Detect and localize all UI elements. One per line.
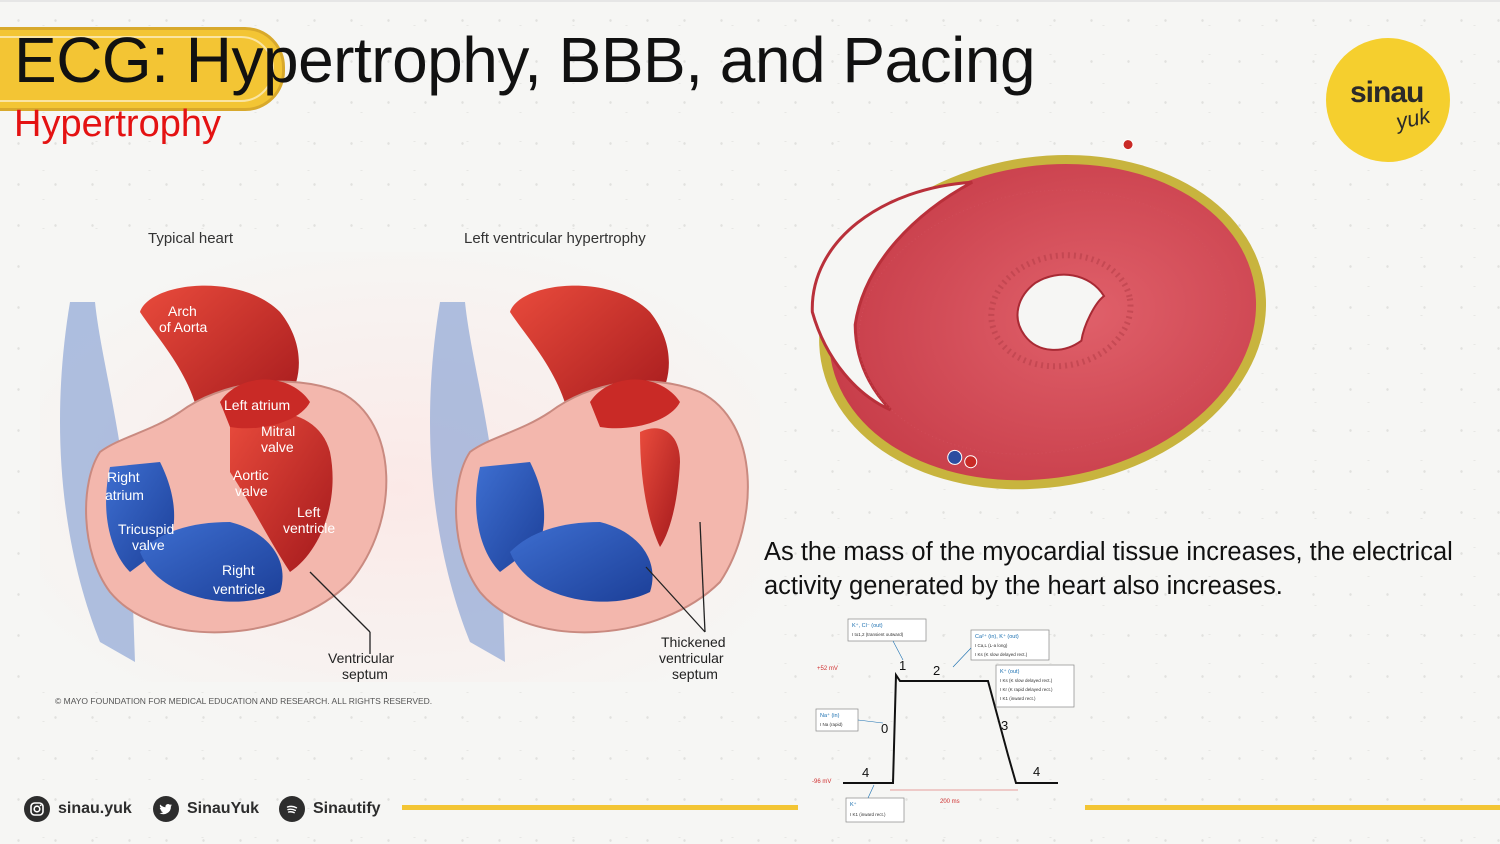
- title-highlight: [0, 27, 285, 111]
- label-septum-2: septum: [342, 666, 388, 682]
- svg-text:I Ks (K slow delayed rect.): I Ks (K slow delayed rect.): [1000, 678, 1053, 683]
- svg-text:K⁺ (out): K⁺ (out): [1000, 668, 1020, 675]
- phase-2-label: 2: [933, 663, 940, 678]
- typical-heart: [60, 285, 388, 662]
- heart-illustration: Typical heart Left ventricular hypertrop…: [40, 230, 760, 706]
- phase-4-end-label: 4: [1033, 764, 1040, 779]
- label-thickened-1: Thickened: [661, 634, 726, 650]
- bottom-voltage-label: -96 mV: [812, 779, 831, 785]
- phase1-current-box: K⁺, Cl⁻ (out) I to1,2 (transient outward…: [847, 618, 927, 661]
- label-thickened-2: ventricular: [659, 650, 724, 666]
- hypertrophy-explanation: As the mass of the myocardial tissue inc…: [764, 538, 1453, 600]
- label-right-ventricle-1: Right: [222, 562, 255, 578]
- hypertrophy-heart: [430, 285, 749, 662]
- label-right-ventricle-2: ventricle: [213, 581, 265, 597]
- spotify-handle: Sinautify: [313, 800, 381, 817]
- phase-0-label: 0: [881, 721, 888, 736]
- ap-curve: [843, 671, 1058, 784]
- slide-title: ECG: Hypertrophy, BBB, and Pacing: [14, 24, 1036, 96]
- instagram-icon: [24, 796, 50, 822]
- slide-subtitle: Hypertrophy: [14, 103, 221, 145]
- svg-text:I to1,2 (transient outward): I to1,2 (transient outward): [852, 632, 904, 637]
- copyright-notice: © MAYO FOUNDATION FOR MEDICAL EDUCATION …: [55, 696, 432, 706]
- label-aortic-2: valve: [235, 483, 268, 499]
- svg-text:I Ks (K slow delayed rect.): I Ks (K slow delayed rect.): [975, 652, 1028, 657]
- label-septum-1: Ventricular: [328, 650, 394, 666]
- svg-text:K⁺, Cl⁻ (out): K⁺, Cl⁻ (out): [852, 622, 883, 629]
- action-potential-diagram: 0 1 2 3 4 4 +52 mV -96 mV 200 ms K⁺, Cl⁻…: [808, 615, 1083, 827]
- right-ventricle-cavity: [810, 180, 973, 412]
- hypertrophy-title: Left ventricular hypertrophy: [464, 230, 646, 247]
- label-tricuspid-1: Tricuspid: [118, 521, 174, 537]
- label-right-atrium-1: Right: [107, 469, 140, 485]
- label-mitral-1: Mitral: [261, 423, 295, 439]
- label-tricuspid-2: valve: [132, 537, 165, 553]
- top-border: [0, 0, 1500, 2]
- logo-main-text: sinau: [1350, 76, 1424, 109]
- twitter-handle: SinauYuk: [187, 800, 260, 817]
- logo-sub-text: yuk: [1393, 102, 1433, 135]
- phase-1-label: 1: [899, 658, 906, 673]
- svg-text:K⁺: K⁺: [850, 801, 857, 808]
- label-left-ventricle-2: ventricle: [283, 520, 335, 536]
- sinau-yuk-logo: sinau yuk: [1326, 38, 1450, 162]
- svg-text:I Na (rapid): I Na (rapid): [820, 722, 843, 727]
- spotify-icon: [279, 796, 305, 822]
- heart-comparison-figure: Typical heart Left ventricular hypertrop…: [40, 222, 760, 714]
- label-left-atrium: Left atrium: [224, 397, 290, 413]
- footer-bar-right: [1085, 805, 1500, 810]
- svg-text:Na⁺ (in): Na⁺ (in): [820, 712, 840, 719]
- label-thickened-3: septum: [672, 666, 718, 682]
- phase-4-rest-label: 4: [862, 765, 869, 780]
- label-left-ventricle-1: Left: [297, 504, 320, 520]
- phase0-current-box: Na⁺ (in) I Na (rapid): [815, 708, 884, 732]
- duration-label: 200 ms: [940, 799, 960, 805]
- typical-heart-title: Typical heart: [148, 230, 234, 247]
- instagram-handle: sinau.yuk: [58, 800, 132, 817]
- left-ventricle-cavity: [1016, 273, 1106, 351]
- instagram-link[interactable]: sinau.yuk: [24, 795, 132, 823]
- phase-3-label: 3: [1001, 718, 1008, 733]
- cross-section-illustration: [810, 139, 1267, 490]
- svg-text:I K1 (inward rect.): I K1 (inward rect.): [1000, 696, 1036, 701]
- top-voltage-label: +52 mV: [817, 666, 838, 672]
- label-aortic-1: Aortic: [233, 467, 269, 483]
- svg-text:Ca²⁺ (in), K⁺ (out): Ca²⁺ (in), K⁺ (out): [975, 633, 1019, 640]
- svg-text:I Kr (K rapid delayed rect.): I Kr (K rapid delayed rect.): [1000, 687, 1053, 692]
- spotify-link[interactable]: Sinautify: [279, 795, 381, 823]
- phase4-current-box: K⁺ I K1 (inward rect.): [845, 784, 905, 823]
- footer-bar-left: [402, 805, 798, 810]
- twitter-link[interactable]: SinauYuk: [153, 795, 259, 823]
- svg-text:I K1 (inward rect.): I K1 (inward rect.): [850, 812, 886, 817]
- svg-text:I Ca,L (L-a long): I Ca,L (L-a long): [975, 643, 1008, 648]
- label-mitral-2: valve: [261, 439, 294, 455]
- phase2-current-box: Ca²⁺ (in), K⁺ (out) I Ca,L (L-a long) I …: [952, 629, 1050, 668]
- twitter-icon: [153, 796, 179, 822]
- action-potential-graph: 0 1 2 3 4 4 +52 mV -96 mV 200 ms K⁺, Cl⁻…: [812, 618, 1075, 823]
- label-right-atrium-2: atrium: [105, 487, 144, 503]
- label-arch-1: Arch: [168, 303, 197, 319]
- label-arch-2: of Aorta: [159, 319, 207, 335]
- phase3-current-box: K⁺ (out) I Ks (K slow delayed rect.) I K…: [995, 664, 1075, 708]
- ventricle-cross-section: [796, 124, 1267, 504]
